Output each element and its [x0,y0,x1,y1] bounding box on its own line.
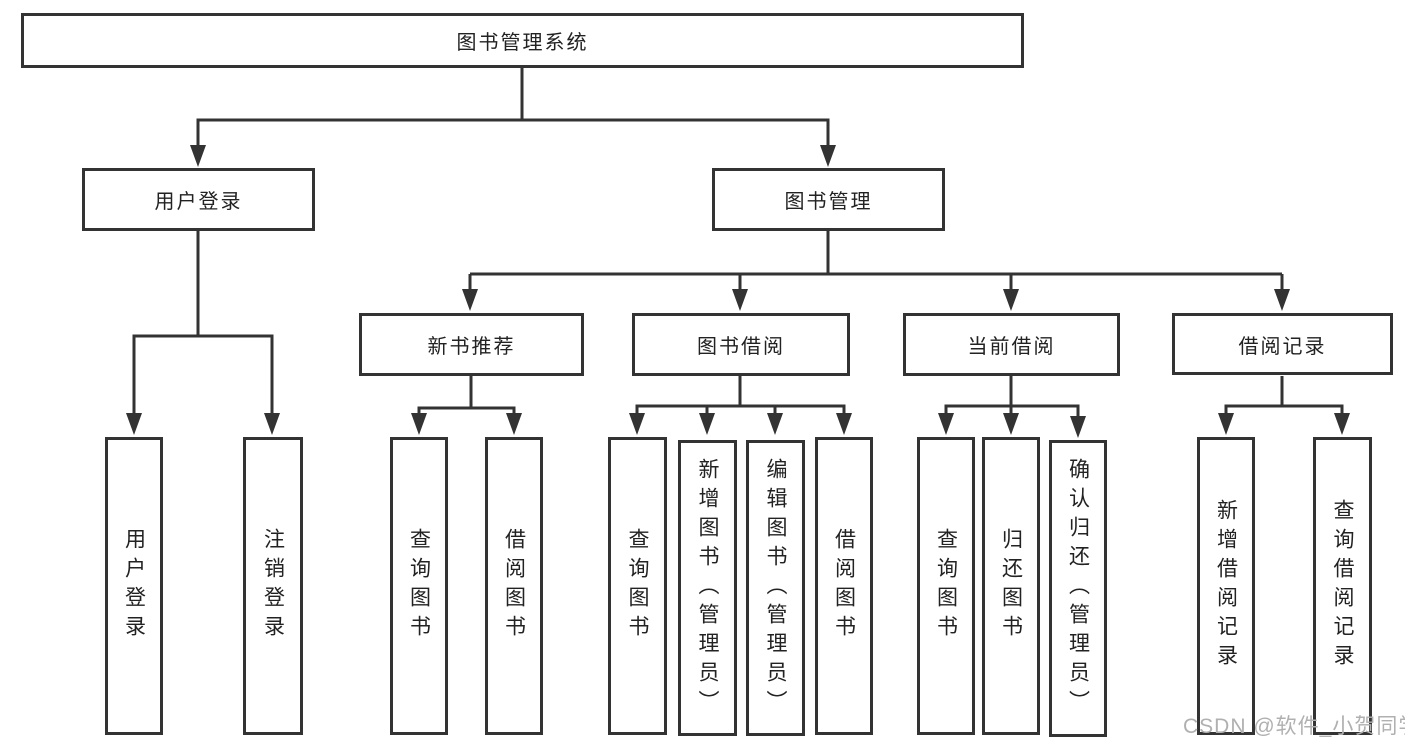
leaf-borrow-books: 借阅图书 [815,437,873,735]
node-root-system: 图书管理系统 [21,13,1024,68]
leaf-query-borrow-record: 查询借阅记录 [1313,437,1372,735]
leaf-add-book-admin: 新增图书（管理员） [678,440,737,736]
node-new-book-recommend-label: 新书推荐 [427,336,516,358]
leaf-logout-label: 注销登录 [261,528,285,644]
leaf-add-book-admin-label: 新增图书（管理员） [696,457,719,719]
node-book-borrowing: 图书借阅 [632,313,850,376]
node-borrowing-records-label: 借阅记录 [1238,335,1327,358]
leaf-query-borrow-record-label: 查询借阅记录 [1331,499,1354,673]
arrowheads [126,145,1350,438]
node-root-system-label: 图书管理系统 [456,32,589,54]
leaf-user-login-label: 用户登录 [122,528,146,644]
leaf-confirm-return-admin: 确认归还（管理员） [1049,440,1107,737]
node-new-book-recommend: 新书推荐 [359,313,584,376]
node-user-login-branch: 用户登录 [82,168,315,231]
node-book-management-branch: 图书管理 [712,168,945,231]
node-borrowing-records: 借阅记录 [1172,313,1393,375]
node-current-borrowing: 当前借阅 [903,313,1120,376]
leaf-logout: 注销登录 [243,437,303,735]
node-current-borrowing-label: 当前借阅 [967,336,1056,358]
csdn-watermark: CSDN @软件_小贺同学 [1183,715,1405,738]
leaf-query-books-current: 查询图书 [917,437,975,735]
leaf-return-books-label: 归还图书 [999,528,1023,644]
leaf-user-login: 用户登录 [105,437,163,735]
leaf-borrow-books-recommend-label: 借阅图书 [502,528,526,644]
node-user-login-branch-label: 用户登录 [154,191,243,213]
leaf-edit-book-admin-label: 编辑图书（管理员） [764,457,787,719]
leaf-borrow-books-recommend: 借阅图书 [485,437,543,735]
leaf-query-books-recommend-label: 查询图书 [407,528,431,644]
node-book-management-branch-label: 图书管理 [784,191,873,213]
leaf-query-books-current-label: 查询图书 [934,528,958,644]
leaf-add-borrow-record-label: 新增借阅记录 [1214,499,1238,673]
leaf-return-books: 归还图书 [982,437,1040,735]
leaf-borrow-books-label: 借阅图书 [832,528,856,644]
leaf-query-books-recommend: 查询图书 [390,437,448,735]
leaf-edit-book-admin: 编辑图书（管理员） [746,440,805,736]
leaf-query-books-borrowing-label: 查询图书 [626,528,649,644]
node-book-borrowing-label: 图书借阅 [697,336,785,358]
leaf-confirm-return-admin-label: 确认归还（管理员） [1066,458,1090,719]
leaf-query-books-borrowing: 查询图书 [608,437,667,735]
leaf-add-borrow-record: 新增借阅记录 [1197,437,1255,735]
